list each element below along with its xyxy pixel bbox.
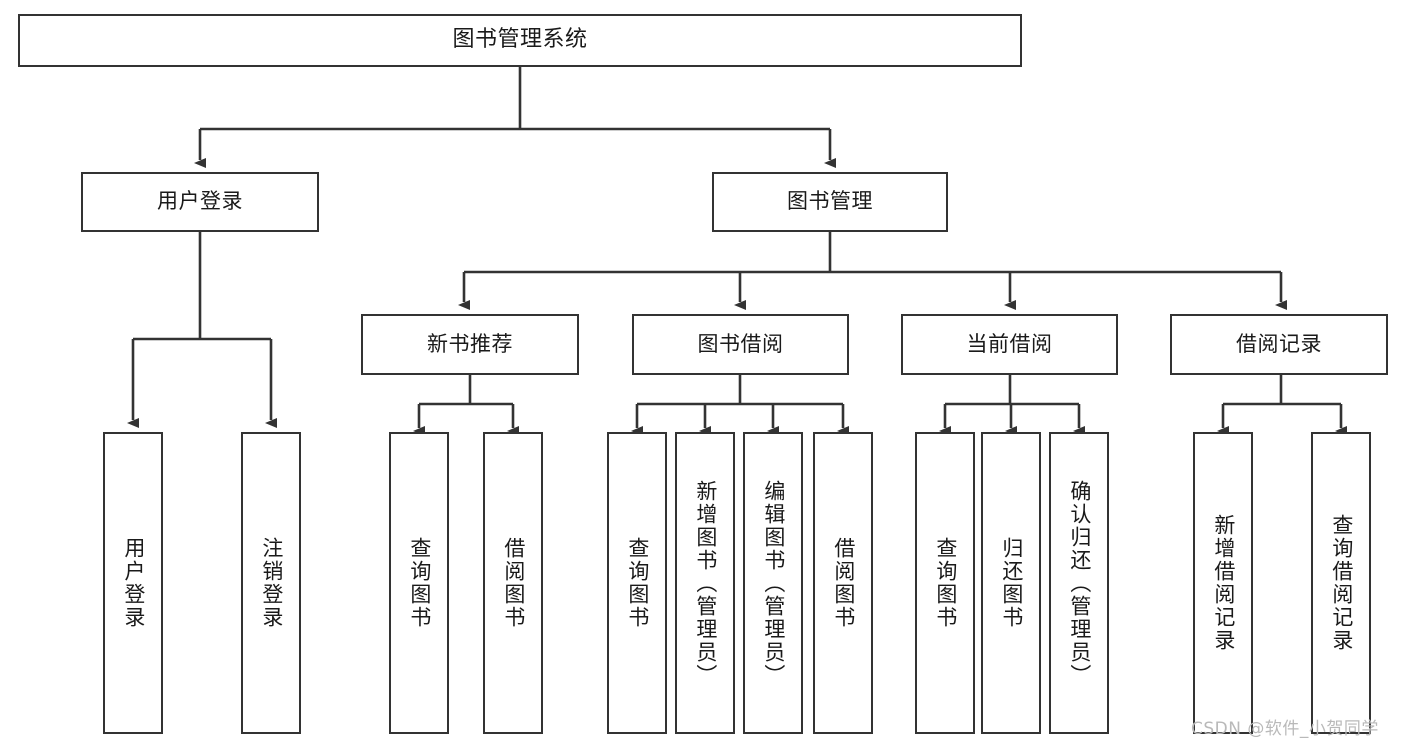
leaf-edit-book[interactable]: 编辑图书（管理员） [743,432,803,734]
node-book-borrow[interactable]: 图书借阅 [632,314,849,375]
leaf-user-login[interactable]: 用户登录 [103,432,163,734]
leaf-query-book-3[interactable]: 查询图书 [915,432,975,734]
leaf-query-book-2[interactable]: 查询图书 [607,432,667,734]
node-borrow-record[interactable]: 借阅记录 [1170,314,1388,375]
node-user-login[interactable]: 用户登录 [81,172,319,232]
leaf-add-record[interactable]: 新增借阅记录 [1193,432,1253,734]
csdn-watermark: CSDN @软件_小贺同学 [1191,719,1379,739]
leaf-borrow-book-2[interactable]: 借阅图书 [813,432,873,734]
leaf-confirm-return[interactable]: 确认归还（管理员） [1049,432,1109,734]
node-new-book-recommend[interactable]: 新书推荐 [361,314,579,375]
node-book-management[interactable]: 图书管理 [712,172,948,232]
node-current-borrow[interactable]: 当前借阅 [901,314,1118,375]
leaf-add-book[interactable]: 新增图书（管理员） [675,432,735,734]
leaf-borrow-book-1[interactable]: 借阅图书 [483,432,543,734]
leaf-query-book-1[interactable]: 查询图书 [389,432,449,734]
leaf-query-record[interactable]: 查询借阅记录 [1311,432,1371,734]
leaf-return-book[interactable]: 归还图书 [981,432,1041,734]
node-root[interactable]: 图书管理系统 [18,14,1022,67]
leaf-logout[interactable]: 注销登录 [241,432,301,734]
